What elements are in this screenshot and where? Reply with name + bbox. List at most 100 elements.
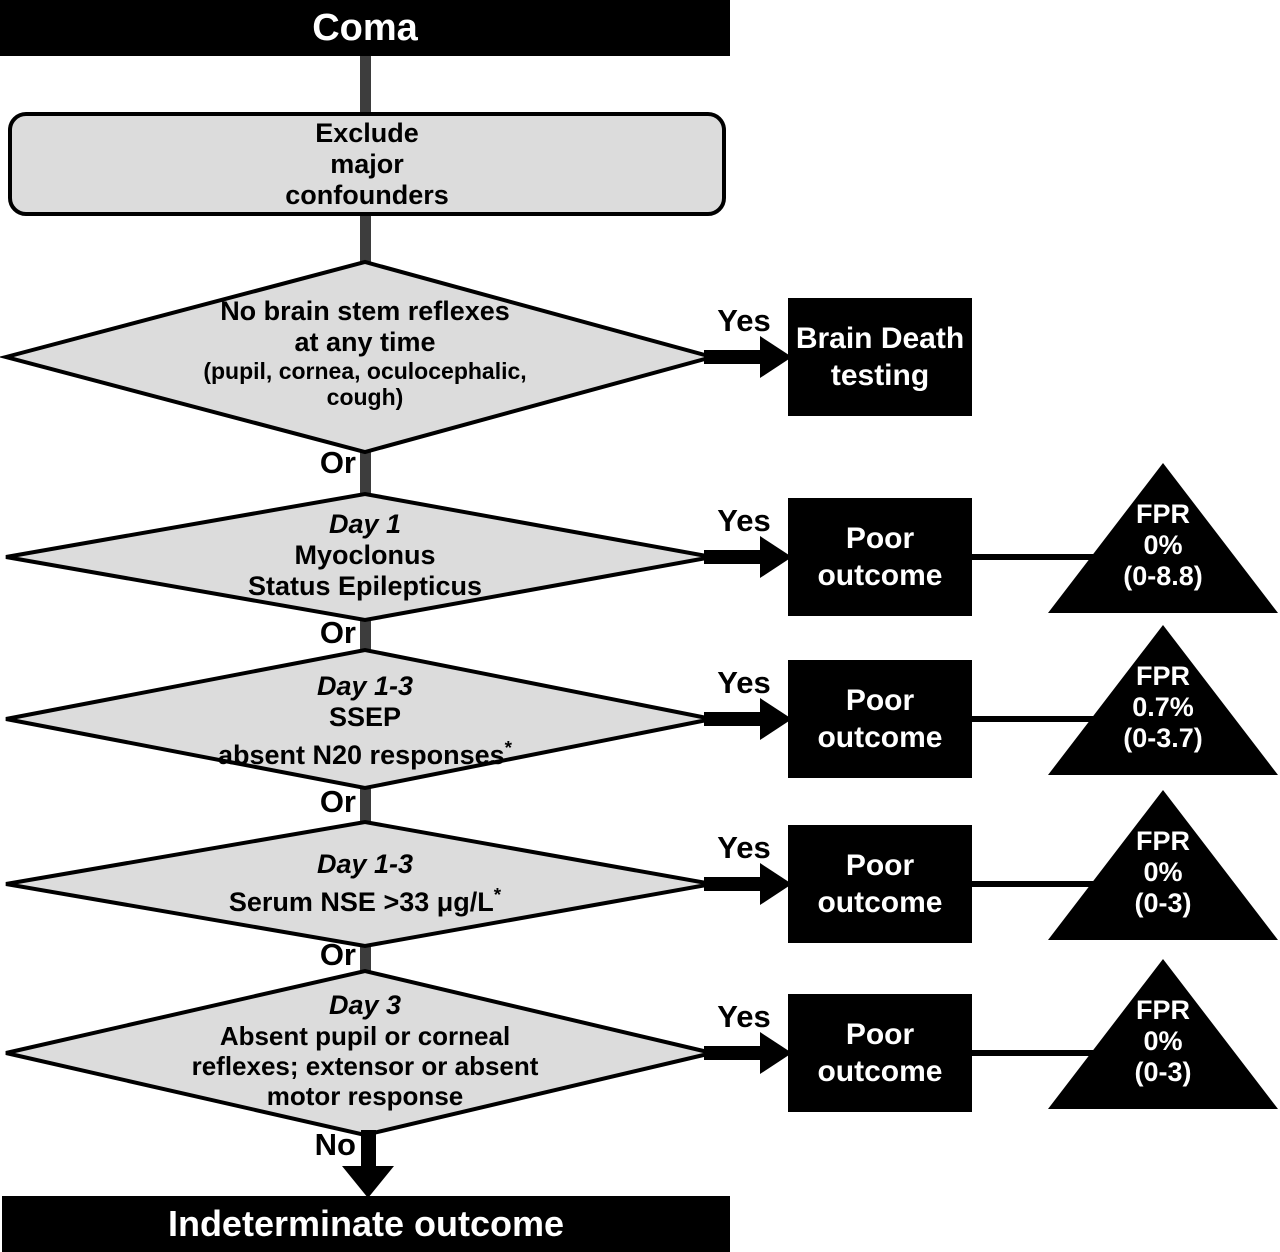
decision-text-myoclonus: Day 1 Myoclonus Status Epilepticus [65, 509, 665, 602]
start-banner-label: Coma [312, 6, 418, 49]
decision-day-label: Day 1 [328, 509, 402, 539]
fpr-value: 0% [1143, 530, 1183, 560]
result-box-poor-outcome-5: Poor outcome [788, 994, 972, 1112]
yes-arrow-2 [704, 536, 792, 578]
connector-line-4 [360, 618, 371, 654]
result-box-poor-outcome-3: Poor outcome [788, 660, 972, 778]
yes-arrow-1 [704, 336, 792, 378]
yes-arrow-1-shaft [704, 350, 760, 364]
yes-arrow-1-head [760, 336, 792, 378]
start-banner-coma: Coma [0, 0, 730, 56]
result-box-poor-outcome-4: Poor outcome [788, 825, 972, 943]
yes-arrow-2-head [760, 536, 792, 578]
yes-arrow-5-shaft [704, 1046, 760, 1060]
fpr-triangle-5 [1048, 959, 1278, 1109]
decision-subline: (pupil, cornea, oculocephalic, [203, 358, 527, 384]
fpr-triangle-3 [1048, 625, 1278, 775]
decision-line: motor response [266, 1081, 464, 1111]
fpr-label: FPR [1136, 995, 1190, 1025]
fpr-link-line-3 [972, 716, 1112, 722]
decision-subline: cough) [326, 384, 404, 410]
fpr-text-3: FPR 0.7% (0-3.7) [1063, 661, 1263, 754]
yes-arrow-3 [704, 698, 792, 740]
yes-label-3: Yes [717, 665, 771, 700]
fpr-link-line-5 [972, 1050, 1112, 1056]
decision-line: No brain stem reflexes [220, 296, 510, 326]
yes-arrow-4 [704, 863, 792, 905]
result-line: Poor [845, 1018, 915, 1051]
connector-line-5 [360, 786, 371, 826]
process-line: Exclude [315, 117, 419, 148]
end-banner-indeterminate-outcome: Indeterminate outcome [2, 1196, 730, 1252]
decision-line: at any time [294, 327, 436, 357]
result-box-brain-death-testing: Brain Death testing [788, 298, 972, 416]
asterisk-footnote-marker: * [493, 885, 502, 906]
fpr-triangle-2 [1048, 463, 1278, 613]
connector-line-3 [360, 450, 371, 498]
yes-arrow-4-head [760, 863, 792, 905]
decision-line: Status Epilepticus [247, 571, 483, 601]
decision-line: Myoclonus [294, 540, 436, 570]
or-label-3: Or [319, 784, 356, 819]
decision-line: SSEP [328, 702, 402, 732]
asterisk-footnote-marker: * [504, 738, 512, 759]
or-label-2: Or [319, 615, 356, 650]
fpr-text-4: FPR 0% (0-3) [1063, 826, 1263, 919]
decision-day-label: Day 1-3 [316, 671, 414, 701]
yes-arrow-4-shaft [704, 877, 760, 891]
decision-line: Serum NSE >33 μg/L* [65, 880, 665, 918]
no-down-arrow-shaft [361, 1130, 376, 1170]
fpr-value: 0% [1143, 1026, 1183, 1056]
connector-line-1 [360, 56, 371, 114]
result-box-poor-outcome-2: Poor outcome [788, 498, 972, 616]
result-line: outcome [817, 559, 943, 592]
result-line: Poor [845, 684, 915, 717]
no-down-arrow-head [342, 1166, 394, 1198]
no-label: No [314, 1127, 356, 1162]
end-banner-label: Indeterminate outcome [167, 1203, 565, 1244]
fpr-value: 0% [1143, 857, 1183, 887]
decision-text-brainstem-reflexes: No brain stem reflexes at any time (pupi… [65, 296, 665, 410]
fpr-triangle-4 [1048, 790, 1278, 940]
yes-arrow-5 [704, 1032, 792, 1074]
process-box-exclude-confounders: Exclude major confounders [8, 112, 726, 216]
decision-text-day3-motor: Day 3 Absent pupil or corneal reflexes; … [65, 990, 665, 1111]
or-label-1: Or [319, 445, 356, 480]
fpr-value: 0.7% [1132, 692, 1194, 722]
result-line: outcome [817, 721, 943, 754]
fpr-text-2: FPR 0% (0-8.8) [1063, 499, 1263, 592]
yes-arrow-3-shaft [704, 712, 760, 726]
result-line: outcome [817, 1055, 943, 1088]
decision-line-text: absent N20 responses [218, 740, 505, 770]
yes-arrow-3-head [760, 698, 792, 740]
or-label-4: Or [319, 937, 356, 972]
decision-line-text: Serum NSE >33 μg/L [228, 887, 494, 917]
connector-line-6 [360, 944, 371, 976]
result-line: Poor [845, 849, 915, 882]
decision-line: reflexes; extensor or absent [191, 1051, 539, 1081]
decision-text-serum-nse: Day 1-3 Serum NSE >33 μg/L* [65, 849, 665, 918]
yes-label-4: Yes [717, 830, 771, 865]
fpr-ci: (0-3) [1134, 888, 1192, 918]
no-down-arrow [342, 1130, 394, 1198]
decision-day-label: Day 1-3 [316, 849, 414, 879]
fpr-text-5: FPR 0% (0-3) [1063, 995, 1263, 1088]
decision-text-ssep: Day 1-3 SSEP absent N20 responses* [65, 671, 665, 771]
result-line: Poor [845, 522, 915, 555]
result-line: testing [830, 359, 930, 392]
fpr-ci: (0-3.7) [1123, 723, 1203, 753]
fpr-ci: (0-8.8) [1123, 561, 1203, 591]
decision-line: absent N20 responses* [65, 733, 665, 771]
fpr-label: FPR [1136, 499, 1190, 529]
result-line: outcome [817, 886, 943, 919]
decision-line: Absent pupil or corneal [219, 1021, 511, 1051]
fpr-ci: (0-3) [1134, 1057, 1192, 1087]
process-line: major [330, 148, 404, 179]
fpr-label: FPR [1136, 826, 1190, 856]
fpr-label: FPR [1136, 661, 1190, 691]
yes-arrow-2-shaft [704, 550, 760, 564]
result-line: Brain Death [795, 322, 965, 355]
fpr-link-line-2 [972, 554, 1112, 560]
